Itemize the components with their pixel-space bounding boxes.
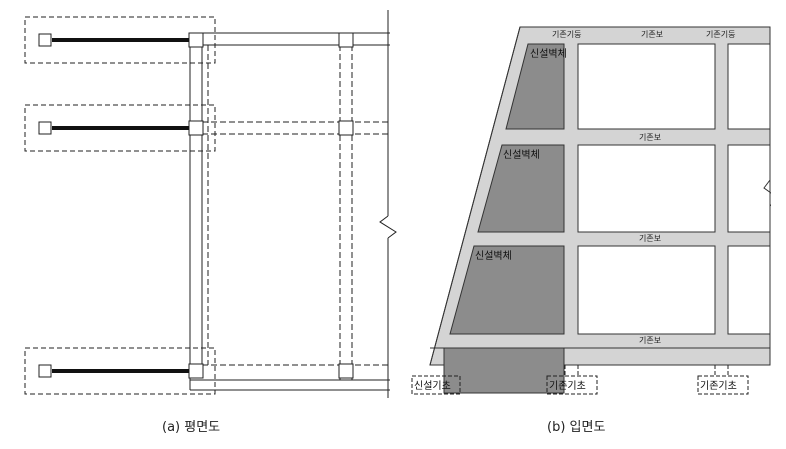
inclined-edge — [429, 26, 521, 366]
label-existing-beam: 기존보 — [639, 234, 661, 243]
plan-caption: (a) 평면도 — [162, 420, 220, 435]
existing-column — [188, 120, 204, 136]
label-existing-beam: 기존보 — [639, 336, 661, 345]
bay-opening — [727, 144, 771, 233]
new-column — [38, 364, 52, 378]
new-wall-panel — [477, 144, 565, 233]
break-symbol — [379, 215, 397, 239]
label-existing-foundation: 기존기초 — [549, 380, 586, 392]
label-existing-column: 기존기둥 — [552, 30, 581, 39]
existing-column — [338, 363, 354, 379]
bay-opening — [577, 43, 716, 130]
new-foundation — [411, 375, 461, 395]
elevation-view: 기존기둥 기존보 기존기둥 기존보 기존보 기존보 신설벽체 신설벽체 신설벽체… — [411, 20, 786, 395]
bay-opening — [727, 43, 771, 130]
existing-foundation — [546, 375, 598, 395]
existing-column — [188, 363, 204, 379]
elevation-caption: (b) 입면도 — [547, 420, 605, 435]
label-existing-beam: 기존보 — [639, 133, 661, 142]
plan-view — [24, 10, 397, 398]
label-new-wall: 신설벽체 — [530, 48, 567, 60]
existing-column — [338, 120, 354, 136]
label-new-wall: 신설벽체 — [475, 250, 512, 262]
new-foundation-fill — [443, 347, 565, 394]
new-column — [38, 121, 52, 135]
new-wall-panel — [505, 43, 565, 130]
bay-opening — [577, 144, 716, 233]
existing-column — [188, 32, 204, 48]
existing-column — [338, 32, 354, 48]
new-wall-zone-middle — [24, 104, 216, 152]
label-new-wall: 신설벽체 — [503, 149, 540, 161]
label-existing-column: 기존기둥 — [706, 30, 735, 39]
existing-foundation — [697, 375, 749, 395]
new-wall-zone-top — [24, 16, 216, 64]
bay-opening — [577, 245, 716, 335]
label-existing-beam: 기존보 — [641, 30, 663, 39]
bay-opening — [727, 245, 771, 335]
label-existing-foundation: 기존기초 — [700, 380, 737, 392]
label-new-foundation: 신설기초 — [414, 380, 451, 392]
new-wall-panel — [449, 245, 565, 335]
new-column — [38, 33, 52, 47]
new-wall-zone-bottom — [24, 347, 216, 395]
